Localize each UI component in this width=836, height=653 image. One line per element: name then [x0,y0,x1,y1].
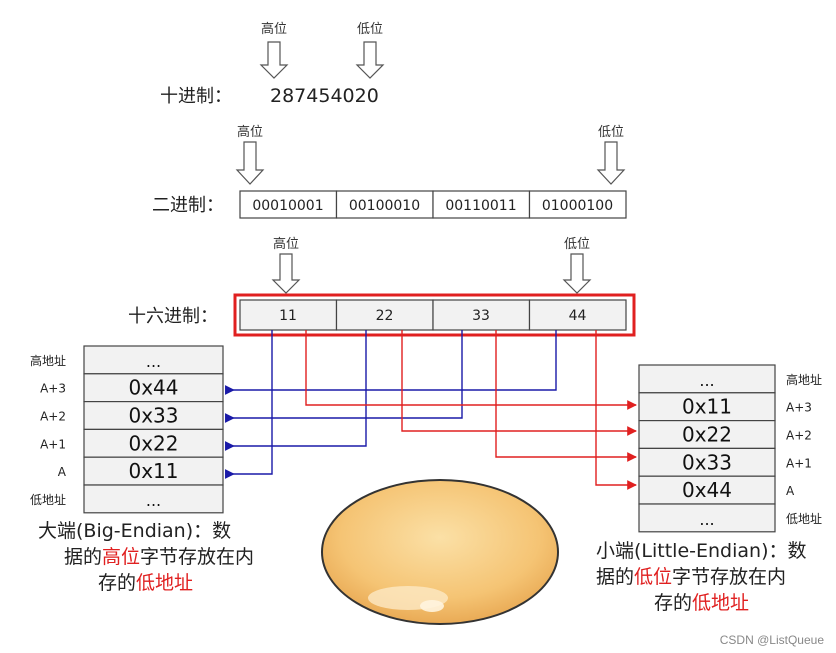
hex-byte-text: 22 [376,308,394,324]
memory-cell [83,484,224,514]
decimal-value: 287454020 [270,85,379,107]
mapping-line [401,330,637,436]
little-endian-memory: ... 0x11 0x22 0x33 0x44... [638,364,776,533]
address-label: 低地址 [786,512,822,526]
mapping-line [225,330,463,423]
binary-low-arrow: 低位 [596,125,626,185]
caption-highlight-high: 高位 [102,546,141,568]
memory-cell-text: 0x22 [682,423,732,447]
memory-cell [83,456,224,486]
caption-highlight-low: 低位 [634,566,673,588]
binary-byte-text: 00100010 [349,198,420,214]
watermark: CSDN @ListQueue [719,633,824,647]
hex-highlight-box [233,293,636,337]
memory-cell-text: ... [146,491,161,510]
binary-byte-cell [335,190,434,219]
decimal-high-arrow: 高位 [259,21,289,79]
memory-cell-text: 0x11 [128,459,178,483]
memory-cell [638,364,776,394]
memory-cell-text: ... [146,352,161,371]
address-label: A+1 [786,456,812,470]
mapping-line [225,330,367,451]
binary-high-arrow: 高位 [235,124,265,185]
memory-cell-text: 0x33 [128,404,178,428]
caption-highlight-low-address: 低地址 [692,592,750,614]
mapping-line [495,330,637,462]
hex-high-arrow: 高位 [271,236,301,294]
binary-byte-text: 00110011 [445,198,516,214]
address-label: 低地址 [30,493,66,507]
mapping-line [225,330,557,395]
little-endian-caption-line1: 小端(Little-Endian)：数 [596,540,807,562]
egg-illustration [321,479,559,625]
binary-byte-text: 00010001 [252,198,323,214]
down-arrow-icon [355,41,385,79]
memory-cell-text: 0x44 [128,376,178,400]
binary-byte-cell [528,190,627,219]
mapping-line [595,330,637,490]
hex-byte-cell [528,299,627,331]
address-label: A+2 [40,410,66,424]
down-arrow-icon [271,253,301,294]
caption-text: 存的 [98,572,137,594]
decimal-label: 十进制： [160,86,232,107]
hex-byte-text: 11 [279,308,297,324]
caption-text: 字节存放在内 [140,546,255,568]
binary-bytes-row: 00010001 00100010 00110011 01000100 [239,190,627,219]
caption-text: 据的 [64,546,103,568]
caption-text: 字节存放在内 [672,566,787,588]
binary-byte-cell [432,190,531,219]
memory-cell-text: 0x33 [682,450,732,474]
hex-bytes-row: 11 22 33 44 [239,299,627,331]
decimal-high-label: 高位 [261,21,287,37]
caption-highlight-low-address: 低地址 [136,572,194,594]
big-endian-caption: 大端(Big-Endian)：数 据的高位字节存放在内 存的低地址 [38,518,278,596]
caption-text: 存的 [654,592,693,614]
down-arrow-icon [562,253,592,294]
hex-low-arrow: 低位 [562,237,592,294]
memory-cell-text: 0x11 [682,395,732,419]
decimal-low-arrow: 低位 [355,22,385,79]
address-label: A+3 [786,401,812,415]
decimal-low-label: 低位 [357,22,383,37]
address-label: 高地址 [30,353,66,368]
memory-cell-text: 0x22 [128,431,178,455]
hex-label: 十六进制： [128,306,218,327]
binary-byte-text: 01000100 [542,198,613,214]
hex-byte-cell [335,299,434,331]
address-label: A+1 [40,437,66,451]
big-endian-address-labels: 高地址 A+3A+2A+1A 低地址 [30,353,67,507]
binary-low-label: 低位 [598,125,624,140]
hex-high-label: 高位 [273,236,299,252]
hex-low-label: 低位 [564,237,590,252]
little-endian-address-labels: 高地址 A+3A+2A+1A 低地址 [786,372,822,526]
memory-cell [83,345,224,375]
address-label: A [786,484,795,498]
down-arrow-icon [596,141,626,185]
big-endian-memory: ... 0x44 0x33 0x22 0x11... [83,345,224,514]
address-label: A [58,465,67,479]
down-arrow-icon [235,141,265,185]
mapping-line [305,330,637,410]
binary-high-label: 高位 [237,124,263,140]
memory-cell-text: ... [699,510,714,529]
memory-cell [638,420,776,450]
byte-mapping-lines [225,330,637,490]
memory-cell [638,503,776,533]
memory-cell-text: ... [699,371,714,390]
down-arrow-icon [259,41,289,79]
hex-byte-text: 33 [472,308,490,324]
big-endian-caption-line1: 大端(Big-Endian)：数 [38,520,232,542]
address-label: 高地址 [786,372,822,387]
memory-cell-text: 0x44 [682,478,732,502]
memory-cell [83,401,224,431]
little-endian-caption: 小端(Little-Endian)：数 据的低位字节存放在内 存的低地址 [596,538,836,616]
binary-label: 二进制： [152,195,224,216]
address-label: A+2 [786,429,812,443]
caption-text: 据的 [596,566,635,588]
mapping-line [225,330,273,479]
address-label: A+3 [40,382,66,396]
hex-byte-text: 44 [569,308,587,324]
